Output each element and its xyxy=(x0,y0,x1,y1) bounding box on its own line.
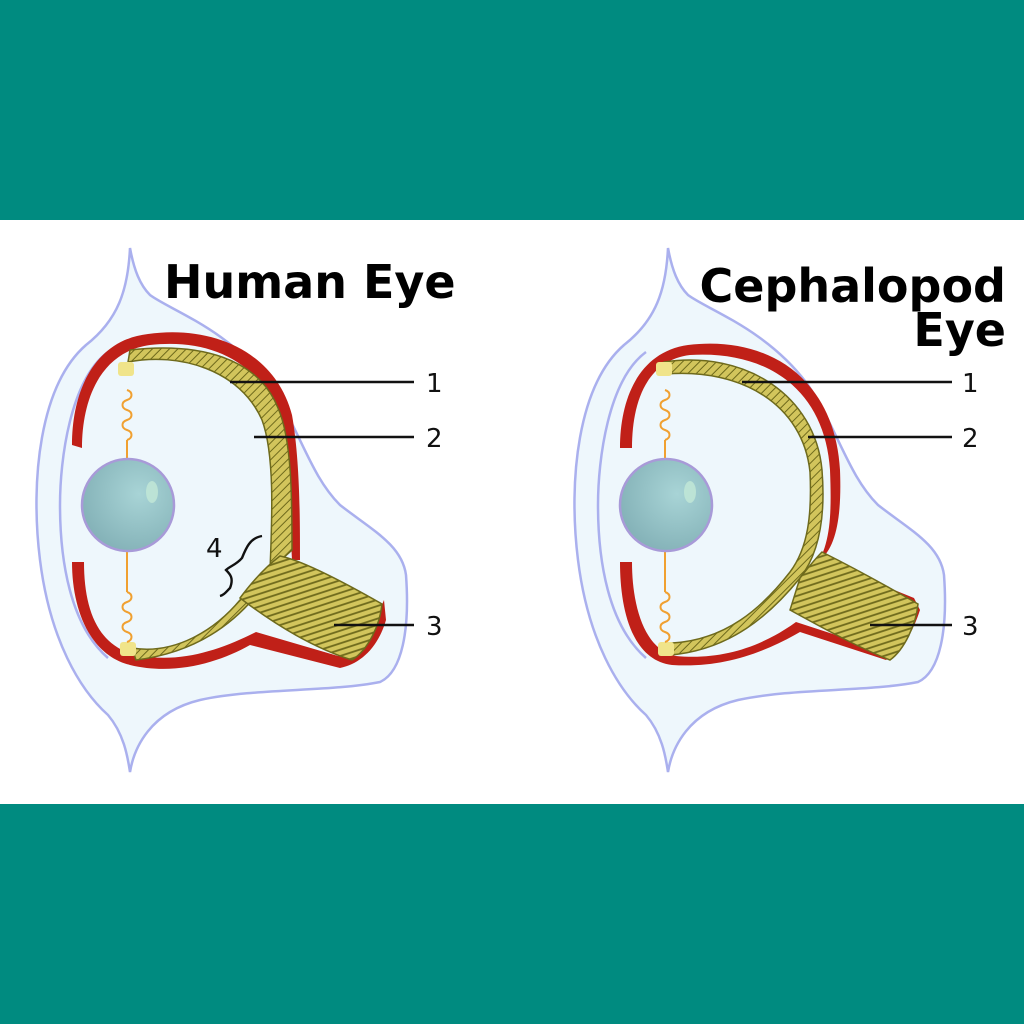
human-eye-figure: Human Eye 1 2 3 4 xyxy=(35,247,456,773)
human-label-2: 2 xyxy=(426,424,443,454)
ciliary-pad-top xyxy=(656,362,672,376)
ciliary-pad-top xyxy=(118,362,134,376)
top-band xyxy=(0,0,1024,220)
optic-nerve xyxy=(238,555,383,661)
cephalopod-label-2: 2 xyxy=(962,424,979,454)
ciliary-pad-bottom xyxy=(658,642,674,656)
sclera xyxy=(620,343,920,666)
lens xyxy=(80,457,176,553)
bottom-band xyxy=(0,804,1024,1024)
lens-highlight xyxy=(146,481,158,503)
lens-highlight xyxy=(684,481,696,503)
human-label-1: 1 xyxy=(426,369,443,399)
eyelid-ridge xyxy=(596,350,647,659)
cephalopod-eye-figure: Cephalopod Eye 1 2 3 xyxy=(573,247,1006,773)
eyelid-ridge xyxy=(58,350,109,659)
optic-nerve xyxy=(789,551,919,661)
human-label-3: 3 xyxy=(426,612,443,642)
cephalopod-label-3: 3 xyxy=(962,612,979,642)
blind-spot-brace xyxy=(219,534,263,598)
ciliary-pad-bottom xyxy=(120,642,136,656)
cephalopod-eye-title-line1: Cephalopod xyxy=(699,259,1006,313)
cephalopod-label-1: 1 xyxy=(962,369,979,399)
human-eye-title: Human Eye xyxy=(164,255,456,309)
human-label-4: 4 xyxy=(206,534,223,564)
cephalopod-eye-title-line2: Eye xyxy=(913,303,1006,357)
lens xyxy=(618,457,714,553)
